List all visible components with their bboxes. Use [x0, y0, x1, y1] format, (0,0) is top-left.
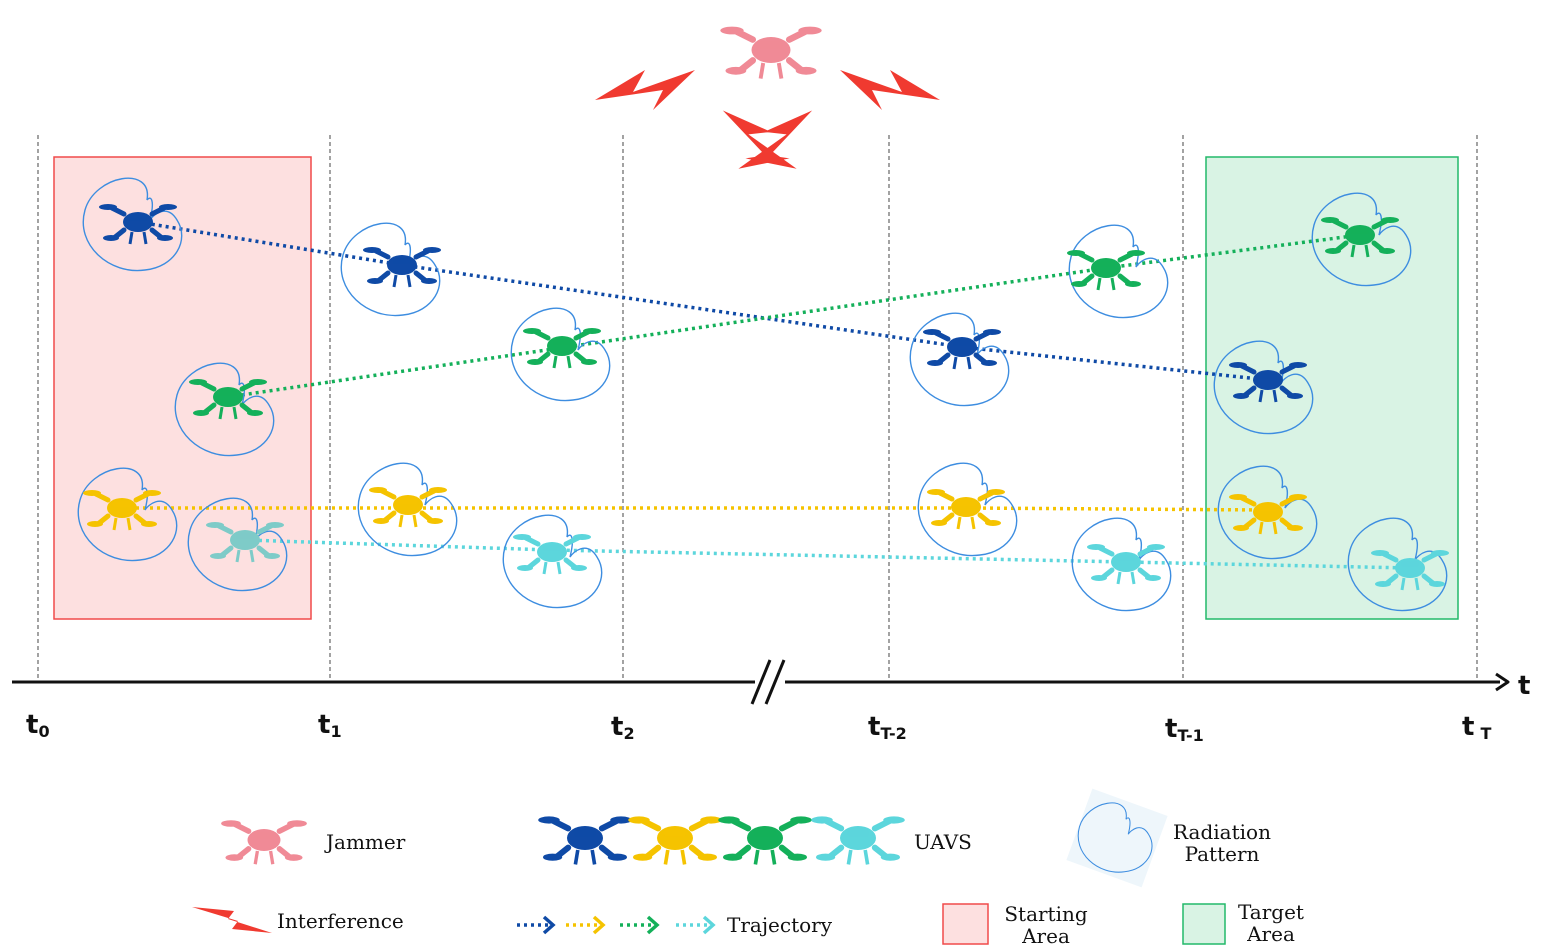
trajectories: [122, 220, 1411, 570]
tick-tT-1: tT-1: [1165, 714, 1204, 745]
interference-bolt-icon: [840, 70, 940, 110]
legend-trajectory-label: Trajectory: [727, 913, 833, 937]
tick-t1: t1: [318, 710, 342, 741]
tick-t2: t2: [611, 712, 635, 743]
jammer: [595, 27, 940, 190]
legend-target-label-1: Target: [1238, 900, 1304, 924]
legend-target-swatch: [1182, 903, 1226, 945]
legend-radiation-label-2: Pattern: [1185, 842, 1260, 866]
target-area: [1205, 156, 1459, 620]
time-axis: t: [12, 659, 1530, 705]
trajectory-green: [227, 233, 1361, 399]
tick-t0: t0: [26, 710, 50, 741]
legend-trajectory-icon: [517, 915, 716, 935]
interference-bolt-icon: [715, 95, 797, 190]
interference-bolt-icon: [595, 70, 695, 110]
legend-uavs-label: UAVS: [914, 830, 972, 854]
legend: Jammer UAVS Radiation Pattern Interferen…: [192, 788, 1304, 948]
legend-starting-label-2: Area: [1021, 924, 1070, 948]
trajectory-yellow: [122, 506, 1269, 512]
legend-interference-icon: [192, 907, 272, 933]
axis-label: t: [1518, 671, 1530, 701]
legend-radiation-label-1: Radiation: [1173, 820, 1271, 844]
legend-jammer-icon: [221, 820, 307, 864]
tick-tT-2: tT-2: [868, 712, 907, 743]
trajectory-cyan: [244, 538, 1411, 570]
interference-bolt-icon: [738, 95, 820, 190]
legend-uav-icons: [538, 816, 905, 864]
legend-radiation-icon: [1066, 788, 1168, 888]
starting-area: [53, 156, 312, 620]
legend-target-label-2: Area: [1246, 922, 1295, 946]
legend-interference-label: Interference: [277, 909, 404, 933]
legend-jammer-label: Jammer: [324, 830, 406, 854]
jammer-drone-icon: [720, 27, 821, 79]
legend-starting-swatch: [942, 903, 989, 945]
legend-starting-label-1: Starting: [1004, 902, 1088, 926]
trajectory-blue: [137, 220, 1269, 382]
